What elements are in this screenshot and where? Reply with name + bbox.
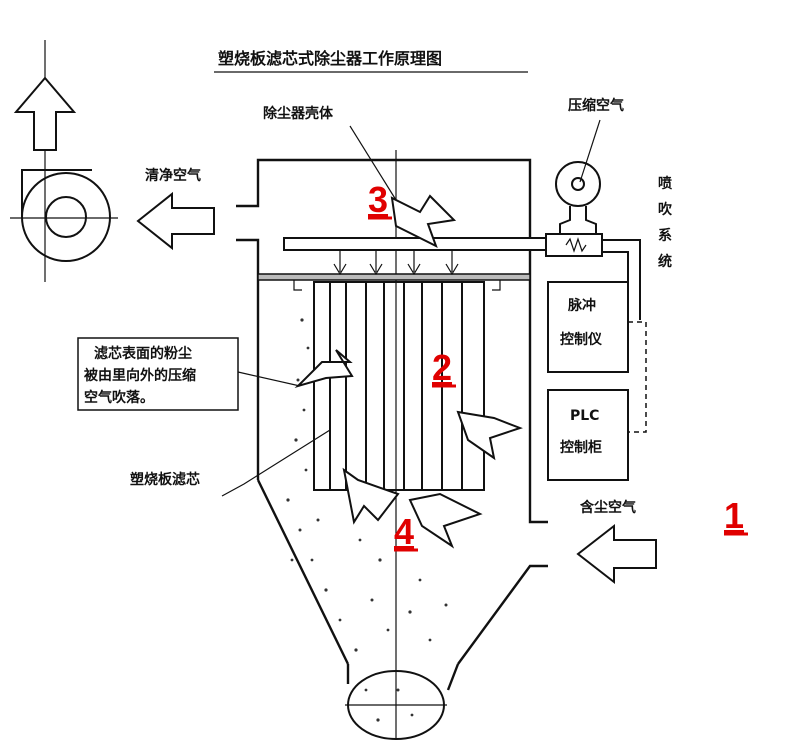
housing-label: 除尘器壳体 [263,105,334,122]
filter-element-leader [221,429,331,497]
filter-element-label: 塑烧板滤芯 [130,471,200,488]
marker-1: 1 [724,495,744,536]
compressed-air-label: 压缩空气 [568,97,624,114]
dusty-air-label: 含尘空气 [580,499,636,516]
signal-line-dashed [628,321,647,433]
pulse-controller-box [547,281,629,373]
marker-2: 2 [432,347,452,388]
dust-particles [286,318,448,722]
blow-system-char-4: 统 [658,253,672,270]
airflow-right-icon [456,410,523,461]
nozzle-arrows [333,250,459,276]
dust-note-box [77,337,239,411]
blow-system-char-2: 吹 [658,201,673,218]
compressed-air-leader [579,119,601,183]
marker-4: 4 [394,511,414,552]
marker-3: 3 [368,179,388,220]
airflow-left-icon [294,349,354,389]
airflow-arrows [294,194,523,549]
exhaust-fan [10,40,215,282]
blow-system-char-3: 系 [658,227,672,244]
dust-note-leader [237,371,301,387]
dusty-air-arrow-icon [576,523,657,585]
blow-system-char-1: 喷 [658,175,672,192]
housing-leader-line [349,125,397,201]
filter-element-group [313,281,485,491]
blow-pipe [283,237,547,251]
plc-cabinet-line-1: PLC [570,408,599,424]
collector-housing [236,158,548,740]
clean-air-arrow-icon [136,191,215,251]
dust-note-line-2: 被由里向外的压缩 [84,367,196,384]
plc-cabinet-line-2: 控制柜 [560,439,602,456]
tube-sheet-brackets [293,280,501,291]
dust-note-line-3: 空气吹落。 [84,389,154,406]
tube-sheet [257,273,531,281]
dust-note-line-1: 滤芯表面的粉尘 [94,345,192,362]
plc-cabinet-box [547,389,629,481]
pulse-controller-line-1: 脉冲 [567,297,596,314]
clean-air-label: 清净空气 [145,167,201,184]
pulse-controller-line-2: 控制仪 [560,331,603,348]
airflow-bottom-left-icon [342,467,400,525]
diagram-title: 塑烧板滤芯式除尘器工作原理图 [218,49,442,68]
airflow-top-icon [390,194,457,249]
exhaust-arrow-icon [13,76,77,151]
airflow-bottom-right-icon [408,492,483,549]
